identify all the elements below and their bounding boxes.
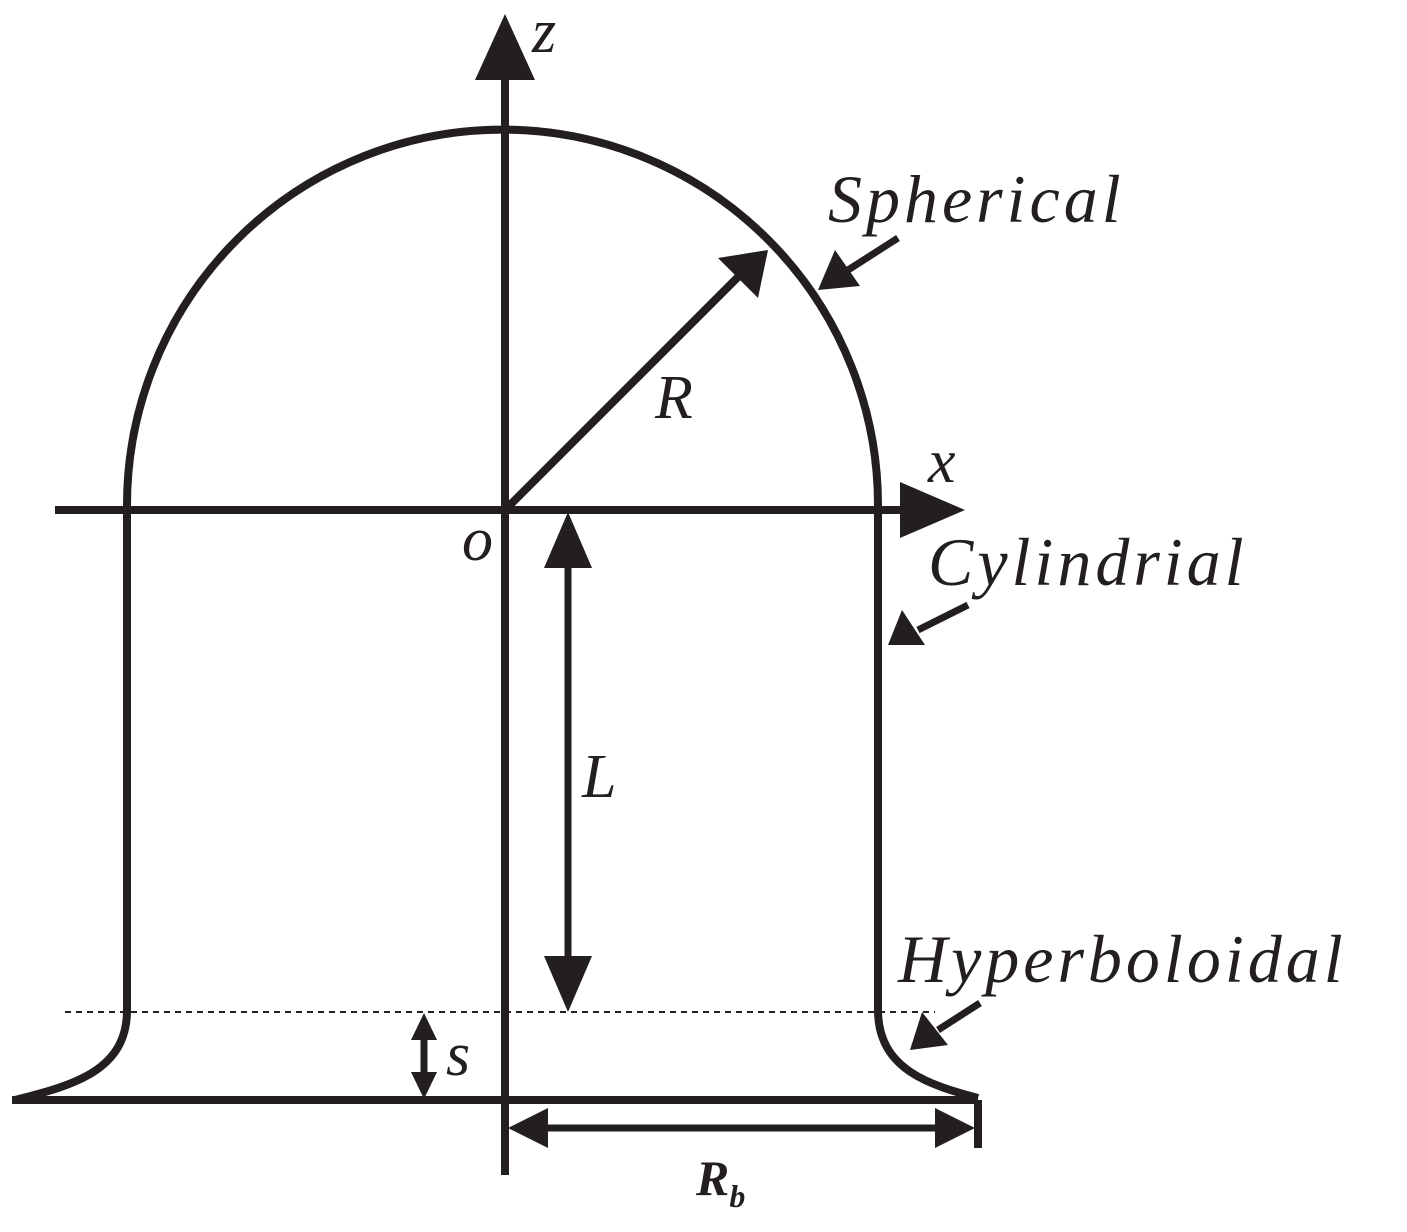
z-axis [475,14,535,1175]
hyperboloidal-pointer-arrow [910,1000,982,1050]
cylindrical-pointer-arrow [888,601,970,645]
base-radius-subscript: b [729,1178,745,1214]
hyperboloidal-label: Hyperboloidal [897,921,1347,997]
body-outline-left [14,505,131,1104]
body-outline [123,125,980,1102]
x-axis [55,482,965,538]
spherical-label: Spherical [828,161,1125,237]
offset-label: s [446,1021,470,1089]
x-axis-label: x [927,428,956,496]
length-label: L [581,743,616,811]
base-radius-main: R [695,1150,729,1206]
radius-label: R [654,364,693,432]
base-radius-label: Rb [695,1150,745,1214]
offset-arrow [411,1013,437,1099]
radius-arrow [502,250,768,513]
length-arrow [544,512,592,1012]
cylindrical-label: Cylindrial [928,524,1248,600]
spherical-pointer-arrow [818,235,900,290]
base-radius-arrow [508,1100,982,1148]
z-axis-label: z [531,0,556,66]
origin-label: o [462,506,493,574]
